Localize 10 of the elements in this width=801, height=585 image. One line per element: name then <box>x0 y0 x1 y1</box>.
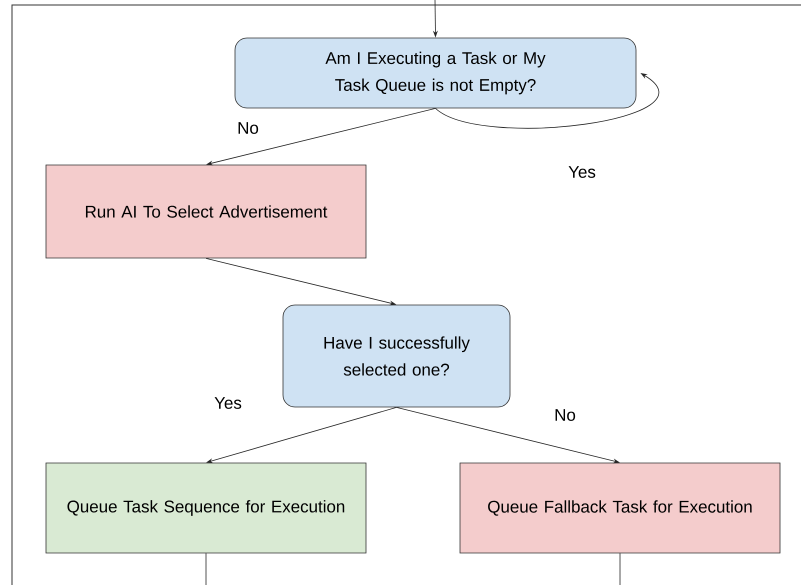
arrow <box>435 73 659 129</box>
edge-label: Yes <box>213 396 243 410</box>
process-box: Queue Fallback Task for Execution <box>460 462 780 554</box>
edge-label: Yes <box>567 165 597 179</box>
decision-box: Am I Executing a Task or My Task Queue is not Empty? <box>234 38 636 108</box>
process-box: Run AI To Select Advertisement <box>46 164 366 258</box>
edge-label: No <box>553 408 577 422</box>
decision-box: Have I successfully selected one? <box>282 304 510 408</box>
edge-label: No <box>236 121 260 135</box>
process-box: Queue Task Sequence for Execution <box>46 462 366 554</box>
